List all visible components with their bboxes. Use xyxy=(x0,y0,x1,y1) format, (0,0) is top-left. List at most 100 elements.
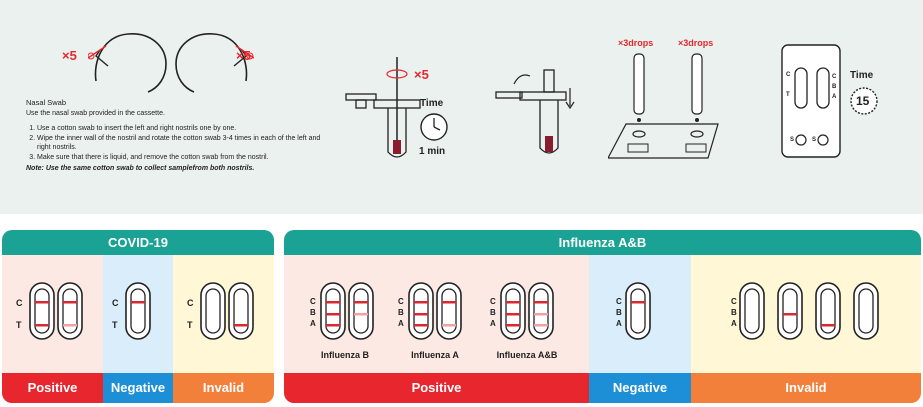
head-left-illustration xyxy=(88,33,167,93)
result-line xyxy=(506,301,520,304)
result-line xyxy=(63,324,77,327)
cassette-t-label: T xyxy=(786,92,790,98)
covid-t-label: T xyxy=(187,320,193,330)
swab-count-right: ×5 xyxy=(236,48,251,63)
flu-negative-label: Negative xyxy=(589,373,691,403)
test-strip xyxy=(348,282,374,340)
flu-a-label: A xyxy=(310,319,316,328)
flu-panel-title: Influenza A&B xyxy=(284,230,921,255)
cassette-c-label: C xyxy=(786,72,791,78)
sub-influenza-b: Influenza B xyxy=(320,350,369,360)
instructions-intro: Use the nasal swab provided in the casse… xyxy=(26,110,165,117)
result-line xyxy=(631,301,645,304)
test-strip xyxy=(29,282,55,340)
rotate-count: ×5 xyxy=(414,67,429,82)
instruction-section: ×5 ×5 Nasal Swab Use the nasal swab prov… xyxy=(0,0,923,214)
flu-c-label: C xyxy=(398,297,404,306)
result-line xyxy=(506,324,520,327)
test-strip xyxy=(408,282,434,340)
covid-c-label: C xyxy=(187,298,194,308)
time-value: 1 min xyxy=(419,146,446,157)
result-line xyxy=(326,313,340,316)
timer-icon xyxy=(850,87,878,115)
sub-influenza-ab: Influenza A&B xyxy=(496,350,558,360)
swab-count-left: ×5 xyxy=(62,48,77,63)
flu-a-label: A xyxy=(616,319,622,328)
result-line xyxy=(234,324,248,327)
dropping-illustration xyxy=(608,53,719,159)
test-strip xyxy=(500,282,526,340)
instructions-steps: Use a cotton swab to insert the left and… xyxy=(26,124,326,162)
flu-c-label: C xyxy=(310,297,316,306)
nasal-swab-instructions: Nasal Swab Use the nasal swab provided i… xyxy=(26,98,326,173)
drops-count-a: ×3drops xyxy=(618,38,654,48)
result-line xyxy=(414,301,428,304)
flu-a-label: A xyxy=(490,319,496,328)
result-line xyxy=(506,313,520,316)
flu-results-panel: Influenza A&B Positive Negative Invalid xyxy=(284,230,921,403)
flu-b-label: B xyxy=(616,308,622,317)
cassette-time-value: 15 xyxy=(856,94,870,108)
result-line xyxy=(442,324,456,327)
result-line xyxy=(414,313,428,316)
time-label: Time xyxy=(420,98,444,109)
flu-invalid-cell xyxy=(691,255,921,373)
cassette-c2-label: C xyxy=(832,74,837,80)
result-line xyxy=(326,324,340,327)
tube-cap-illustration xyxy=(495,69,575,154)
flu-a-label: A xyxy=(398,319,404,328)
tube-swab-illustration xyxy=(345,57,421,158)
covid-t-label: T xyxy=(112,320,118,330)
test-strip xyxy=(228,282,254,340)
cassette-s2-label: S xyxy=(812,137,817,143)
result-line xyxy=(35,324,49,327)
flu-b-label: B xyxy=(310,308,316,317)
instructions-note: Note: Use the same cotton swab to collec… xyxy=(26,165,255,172)
flu-cassettes xyxy=(320,282,879,340)
drops-count-b: ×3drops xyxy=(678,38,714,48)
flu-c-label: C xyxy=(616,297,622,306)
flu-b-label: B xyxy=(398,308,404,317)
test-strip xyxy=(200,282,226,340)
covid-t-label: T xyxy=(16,320,22,330)
result-line xyxy=(414,324,428,327)
result-line xyxy=(534,313,548,316)
cassette-time-label: Time xyxy=(850,70,874,81)
covid-panel-title: COVID-19 xyxy=(2,230,274,255)
covid-cassettes xyxy=(29,282,254,340)
flu-b-label: B xyxy=(731,308,737,317)
test-strip xyxy=(625,282,651,340)
test-strip xyxy=(739,282,765,340)
clock-icon xyxy=(420,113,448,141)
covid-invalid-label: Invalid xyxy=(173,373,274,403)
result-line xyxy=(821,324,835,327)
covid-c-label: C xyxy=(16,298,23,308)
test-strip xyxy=(853,282,879,340)
test-strip xyxy=(777,282,803,340)
result-line xyxy=(326,301,340,304)
flu-a-label: A xyxy=(731,319,737,328)
test-strip xyxy=(436,282,462,340)
result-line xyxy=(442,301,456,304)
flu-c-label: C xyxy=(490,297,496,306)
result-line xyxy=(131,301,145,304)
flu-invalid-label: Invalid xyxy=(691,373,921,403)
instruction-step: Use a cotton swab to insert the left and… xyxy=(37,124,326,133)
result-line xyxy=(63,301,77,304)
covid-positive-label: Positive xyxy=(2,373,103,403)
covid-negative-label: Negative xyxy=(103,373,173,403)
test-strip xyxy=(125,282,151,340)
test-strip xyxy=(57,282,83,340)
test-strip xyxy=(528,282,554,340)
test-strip xyxy=(320,282,346,340)
instruction-step: Make sure that there is liquid, and remo… xyxy=(37,153,326,162)
instruction-step: Wipe the inner wall of the nostril and r… xyxy=(37,134,326,152)
result-line xyxy=(534,324,548,327)
result-line xyxy=(354,313,368,316)
flu-b-label: B xyxy=(490,308,496,317)
head-right-illustration xyxy=(175,33,254,93)
sub-influenza-a: Influenza A xyxy=(411,350,459,360)
cassette-illustration xyxy=(781,44,841,158)
result-line xyxy=(354,301,368,304)
cassette-s-label: S xyxy=(790,137,795,143)
